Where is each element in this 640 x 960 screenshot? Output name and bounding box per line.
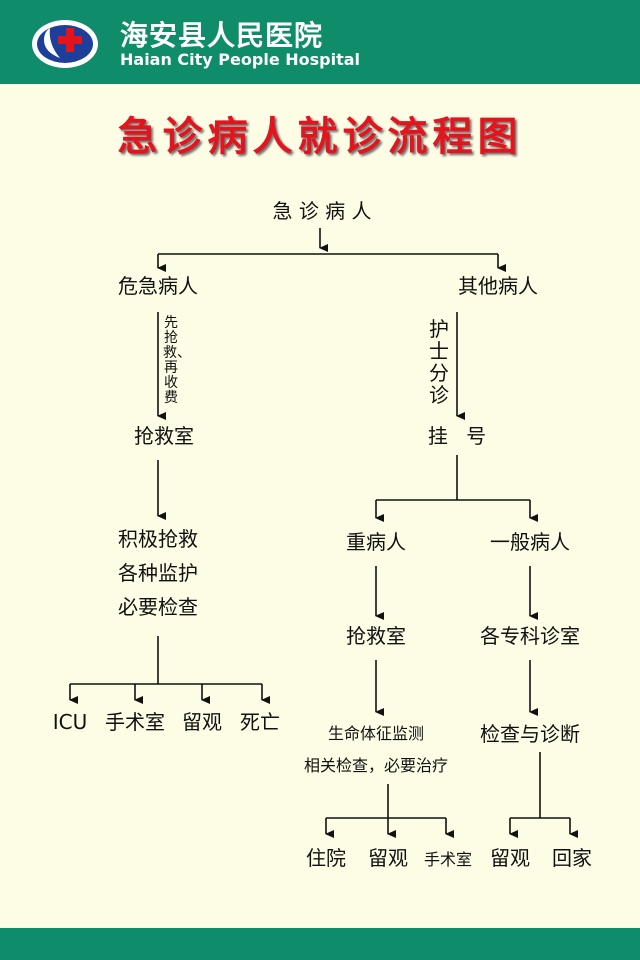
hospital-name-en: Haian City People Hospital	[120, 50, 361, 69]
node-register: 挂 号	[427, 424, 493, 448]
node-severe-rescue-room: 抢救室	[346, 624, 406, 648]
severe-action-vitals: 生命体征监测	[327, 724, 425, 743]
footer-bar	[0, 928, 640, 960]
page-title: 急诊病人就诊流程图	[117, 113, 523, 160]
outcome-general-observe: 留观	[490, 846, 530, 870]
action-rescue: 积极抢救	[118, 527, 198, 551]
node-other-patient: 其他病人	[458, 274, 538, 298]
outcome-death: 死亡	[240, 710, 280, 734]
note-nurse-triage: 护士分诊	[429, 317, 449, 407]
node-severe-patient: 重病人	[346, 530, 406, 554]
outcome-hospitalize: 住院	[306, 846, 346, 870]
outcome-go-home: 回家	[552, 846, 592, 870]
node-general-patient: 一般病人	[490, 530, 570, 554]
header-bar: 海安县人民医院 Haian City People Hospital	[0, 0, 640, 84]
node-critical-rescue-room: 抢救室	[134, 424, 194, 448]
node-specialty-clinic: 各专科诊室	[480, 624, 580, 648]
hospital-name-cn: 海安县人民医院	[120, 19, 324, 52]
note-rescue-first: 先抢救、再收费	[163, 315, 191, 406]
outcome-icu: ICU	[52, 710, 88, 734]
outcome-observe: 留观	[182, 710, 222, 734]
severe-action-tests: 相关检查，必要治疗	[303, 756, 449, 775]
hospital-cross-logo-icon	[32, 20, 98, 68]
outcome-surgery: 手术室	[105, 710, 165, 734]
node-critical-actions: 积极抢救 各种监护 必要检查	[118, 522, 198, 624]
node-critical-patient: 危急病人	[118, 274, 198, 298]
outcome-severe-surgery: 手术室	[423, 850, 473, 869]
action-exam: 必要检查	[118, 595, 198, 619]
node-emergency-patient: 急 诊 病 人	[272, 199, 372, 223]
node-exam-diagnosis: 检查与诊断	[480, 722, 580, 746]
outcome-severe-observe: 留观	[368, 846, 408, 870]
action-monitor: 各种监护	[118, 561, 198, 585]
